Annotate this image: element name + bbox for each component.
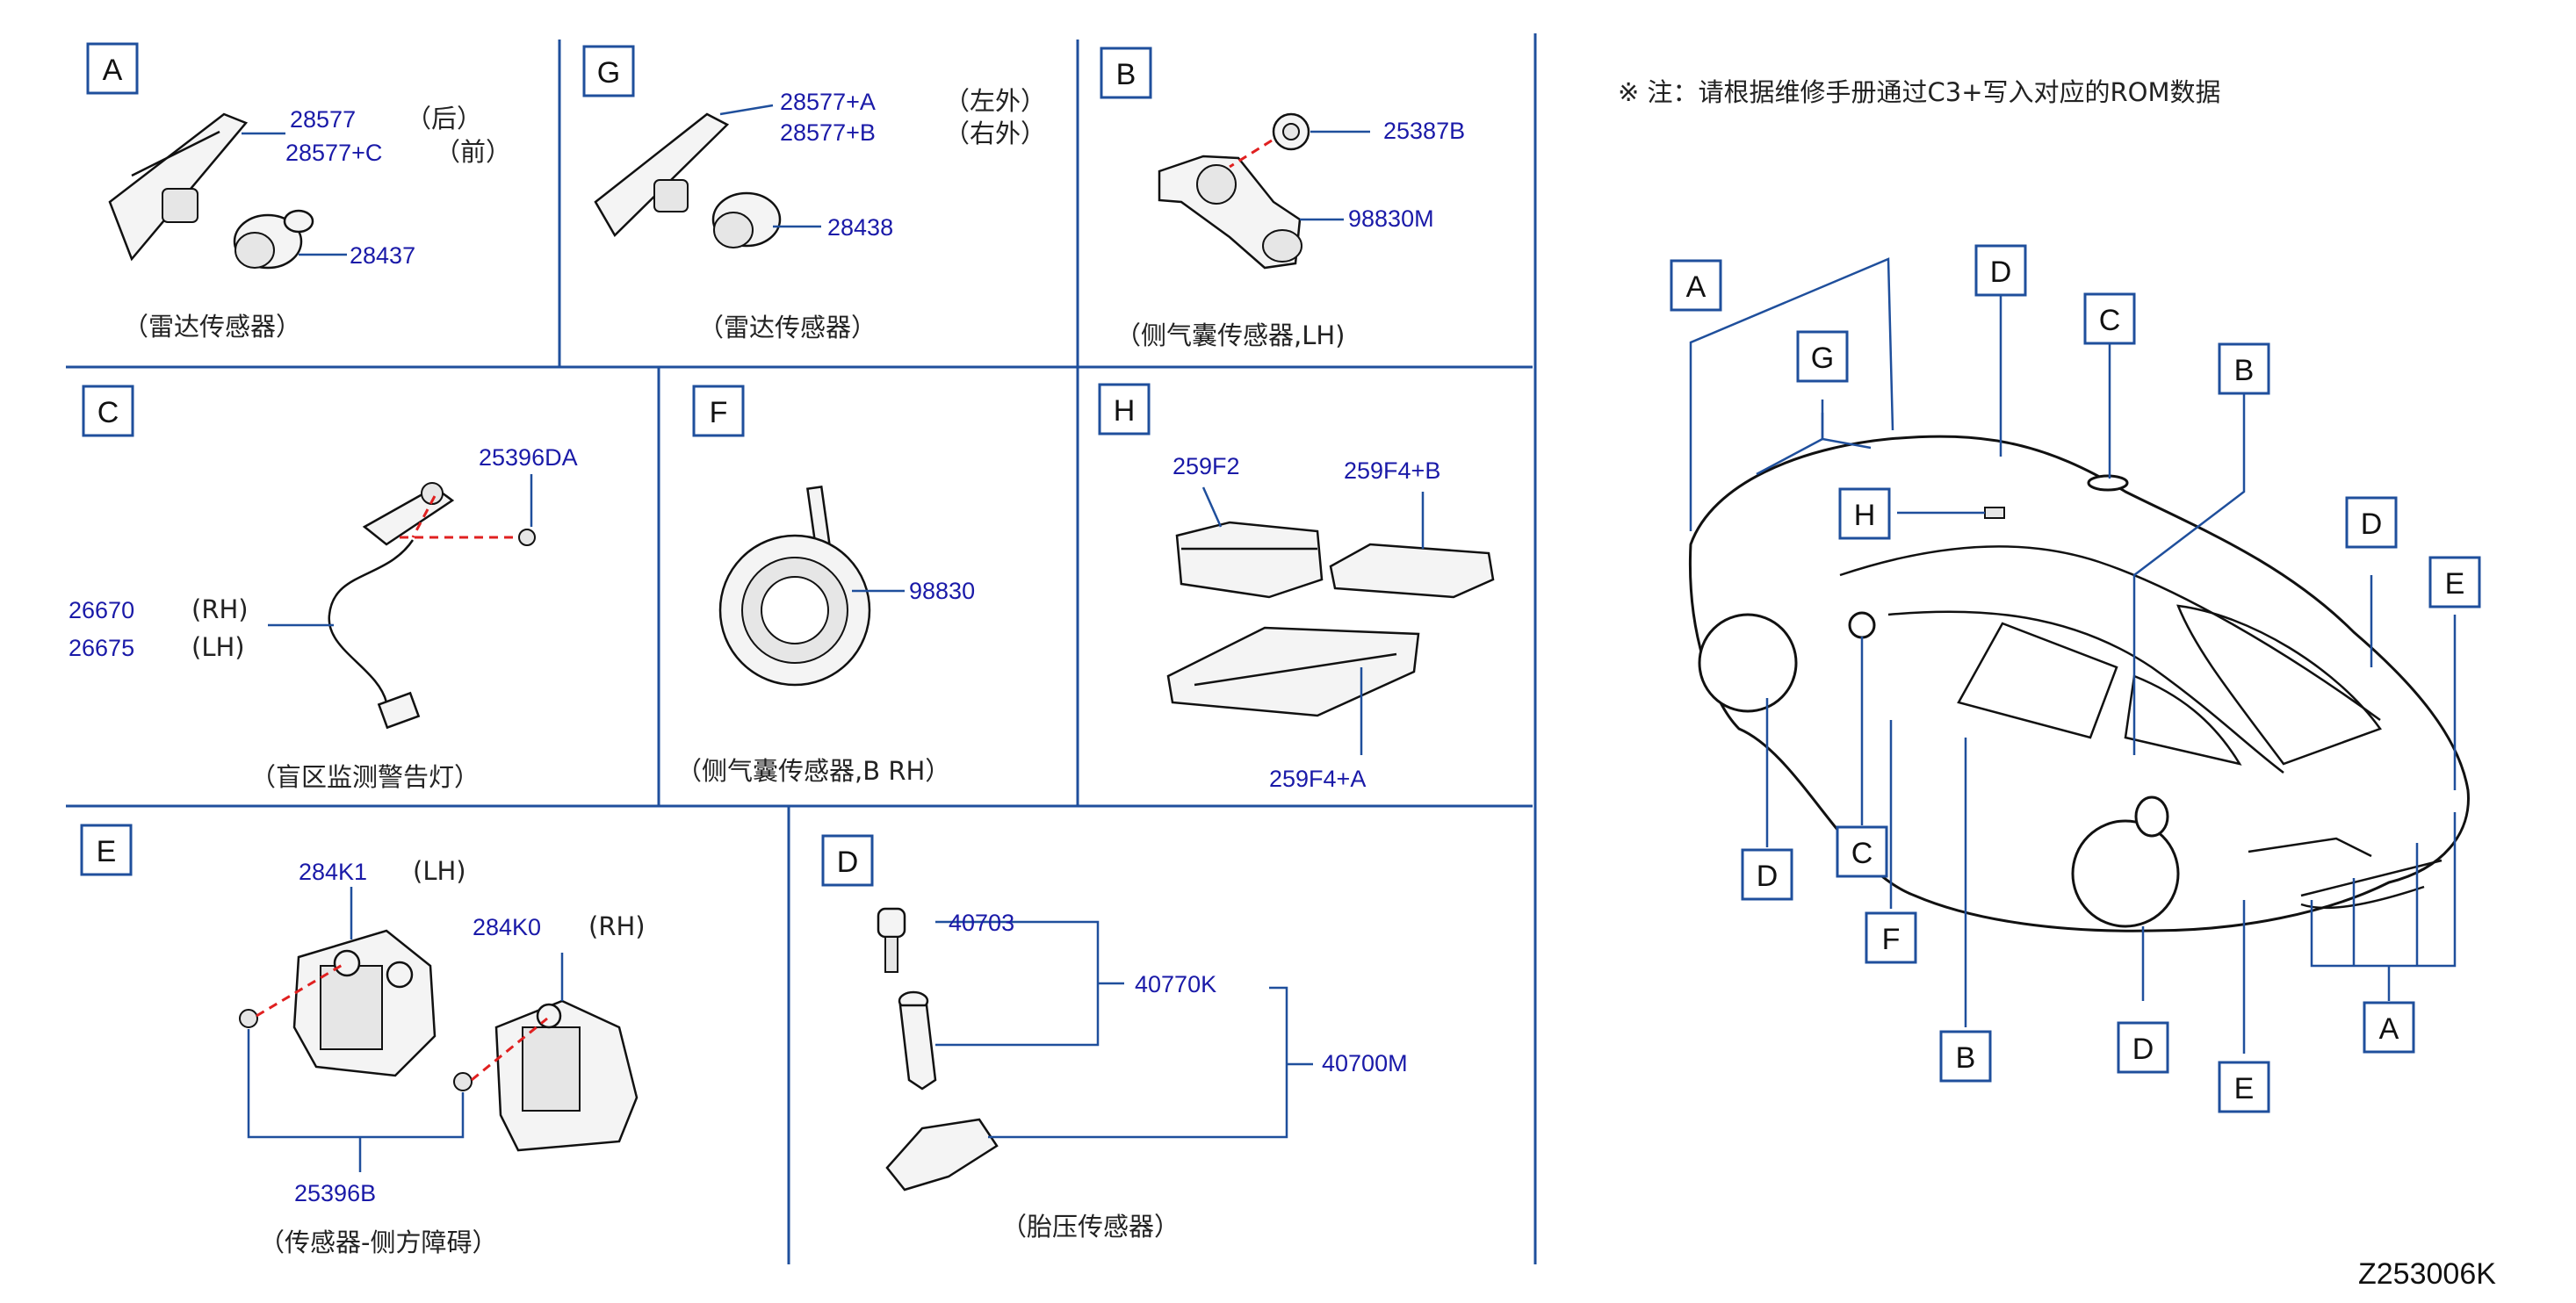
callout-a-bottom: A bbox=[2379, 1012, 2399, 1046]
callout-d-roof: D bbox=[1990, 256, 2012, 289]
part-26670: 26670 bbox=[69, 597, 134, 623]
panel-a: A 28577 28577+C 28437 （后） （前） （雷达传感器） bbox=[86, 42, 511, 342]
part-98830m: 98830M bbox=[1348, 205, 1434, 232]
warning-lamp-icon bbox=[328, 482, 455, 730]
mirror-icon bbox=[1848, 611, 1876, 639]
nut-icon bbox=[1272, 112, 1310, 151]
note-rear: （后） bbox=[406, 104, 482, 133]
caption-airbag-lh: （侧气囊传感器,LH) bbox=[1115, 320, 1346, 350]
panel-e: E 284K1 284K0 25396B (LH) (RH) （传感器-侧方障碍… bbox=[80, 824, 646, 1257]
part-284k1: 284K1 bbox=[299, 859, 367, 885]
panel-f-label: F bbox=[710, 396, 728, 429]
part-25396b: 25396B bbox=[294, 1180, 376, 1206]
callout-h: H bbox=[1854, 499, 1876, 532]
clip-icon-lh bbox=[239, 1009, 258, 1028]
part-40700m: 40700M bbox=[1322, 1050, 1408, 1076]
car-callouts: A G D C B H D E D C F B D E A bbox=[1670, 244, 2481, 1113]
rom-note: ※ 注：请根据维修手册通过C3+写入对应的ROM数据 bbox=[1618, 77, 2221, 107]
valve-cap-icon bbox=[877, 907, 906, 973]
car-callout-leaders bbox=[1689, 257, 2457, 1054]
note-rh-c: (RH) bbox=[191, 594, 249, 624]
callout-e-top: E bbox=[2445, 567, 2465, 601]
part-26675: 26675 bbox=[69, 635, 134, 661]
panel-d: D 40703 40770K 40700M （胎压传感器） bbox=[821, 834, 1408, 1242]
panel-b: B 25387B 98830M （侧气囊传感器,LH) bbox=[1100, 47, 1465, 350]
panel-a-label: A bbox=[103, 54, 123, 87]
panel-h: H 259F2 259F4+B 259F4+A bbox=[1098, 383, 1495, 792]
part-284k0: 284K0 bbox=[473, 914, 541, 940]
callout-b-top: B bbox=[2234, 354, 2255, 387]
part-259f4b: 259F4+B bbox=[1344, 457, 1440, 484]
callout-d-bottom: D bbox=[2132, 1033, 2154, 1066]
panel-f: F 98830 （侧气囊传感器,B RH） bbox=[676, 385, 975, 786]
panel-g: G 28577+A 28577+B 28438 （左外） （右外） （雷达传感器… bbox=[582, 45, 1046, 342]
caption-airbag-b-rh: （侧气囊传感器,B RH） bbox=[676, 756, 950, 786]
radar-sensor-bracket-icon bbox=[108, 112, 249, 262]
part-25387b: 25387B bbox=[1383, 118, 1465, 144]
tpms-sensor-icon bbox=[885, 1118, 999, 1191]
note-left-outer: （左外） bbox=[944, 86, 1046, 116]
part-40703: 40703 bbox=[949, 910, 1014, 936]
clip-icon-rh bbox=[453, 1072, 473, 1091]
panel-dividers bbox=[66, 33, 1537, 1264]
note-front: （前） bbox=[435, 137, 511, 167]
radar-sensor-bracket-icon-g bbox=[594, 112, 730, 238]
caption-radar-a: （雷达传感器） bbox=[123, 312, 301, 342]
spiral-sensor-icon bbox=[718, 486, 871, 687]
radar-sensor-icon bbox=[233, 209, 314, 270]
part-98830: 98830 bbox=[909, 578, 975, 604]
panel-c-label: C bbox=[97, 396, 119, 429]
callout-g: G bbox=[1811, 342, 1834, 375]
caption-side-obstacle: （传感器-侧方障碍） bbox=[259, 1227, 497, 1257]
screw-icon bbox=[518, 529, 536, 546]
panel-e-label: E bbox=[97, 835, 117, 868]
panel-h-label: H bbox=[1114, 394, 1136, 428]
part-40770k: 40770K bbox=[1135, 971, 1216, 997]
callout-d-rear: D bbox=[2361, 508, 2383, 541]
part-259f4a: 259F4+A bbox=[1269, 766, 1366, 792]
caption-radar-g: （雷达传感器） bbox=[698, 313, 877, 342]
control-module-icon bbox=[1175, 521, 1324, 599]
side-obstacle-sensor-lh-icon bbox=[292, 929, 437, 1077]
note-lh-e: (LH) bbox=[413, 856, 466, 886]
front-wheel-icon bbox=[1698, 613, 1798, 713]
car-illustration bbox=[1688, 435, 2470, 932]
part-25396da: 25396DA bbox=[479, 444, 578, 471]
panel-b-label: B bbox=[1116, 58, 1136, 91]
panel-d-label: D bbox=[837, 846, 859, 879]
callout-b-bottom: B bbox=[1956, 1041, 1976, 1075]
panel-c: C 25396DA 26670 26675 (RH) (LH) （盲区监测警告灯… bbox=[69, 385, 578, 792]
callout-c-top: C bbox=[2099, 304, 2121, 337]
part-28577a: 28577+A bbox=[780, 89, 876, 115]
callout-a-top: A bbox=[1686, 270, 1707, 304]
radar-sensor-icon-g bbox=[711, 191, 782, 248]
rear-wheel-icon bbox=[2071, 819, 2180, 928]
panel-g-label: G bbox=[597, 56, 620, 90]
diagram-code: Z253006K bbox=[2358, 1257, 2496, 1291]
part-28437: 28437 bbox=[350, 242, 415, 269]
module-bracket-b-icon bbox=[1329, 543, 1495, 599]
callout-c-bottom: C bbox=[1851, 837, 1873, 870]
note-right-outer: （右外） bbox=[944, 119, 1046, 148]
caption-blind-spot-lamp: （盲区监测警告灯） bbox=[250, 762, 480, 792]
side-obstacle-sensor-rh-icon bbox=[494, 999, 639, 1152]
note-lh-c: (LH) bbox=[191, 632, 245, 662]
module-bracket-a-icon bbox=[1166, 626, 1420, 717]
part-28438: 28438 bbox=[827, 214, 893, 241]
callout-f: F bbox=[1882, 923, 1901, 956]
airbag-sensor-icon bbox=[1158, 155, 1302, 270]
note-rh-e: (RH) bbox=[588, 911, 646, 941]
part-28577c: 28577+C bbox=[285, 140, 382, 166]
valve-stem-icon bbox=[898, 990, 937, 1091]
callout-e-bottom: E bbox=[2234, 1072, 2255, 1105]
callout-d-front: D bbox=[1757, 860, 1779, 893]
part-259f2: 259F2 bbox=[1173, 453, 1240, 479]
part-28577: 28577 bbox=[290, 106, 356, 133]
control-unit-icon bbox=[1984, 507, 2005, 519]
part-28577b: 28577+B bbox=[780, 119, 876, 146]
caption-tpms: （胎压传感器） bbox=[1001, 1212, 1180, 1242]
